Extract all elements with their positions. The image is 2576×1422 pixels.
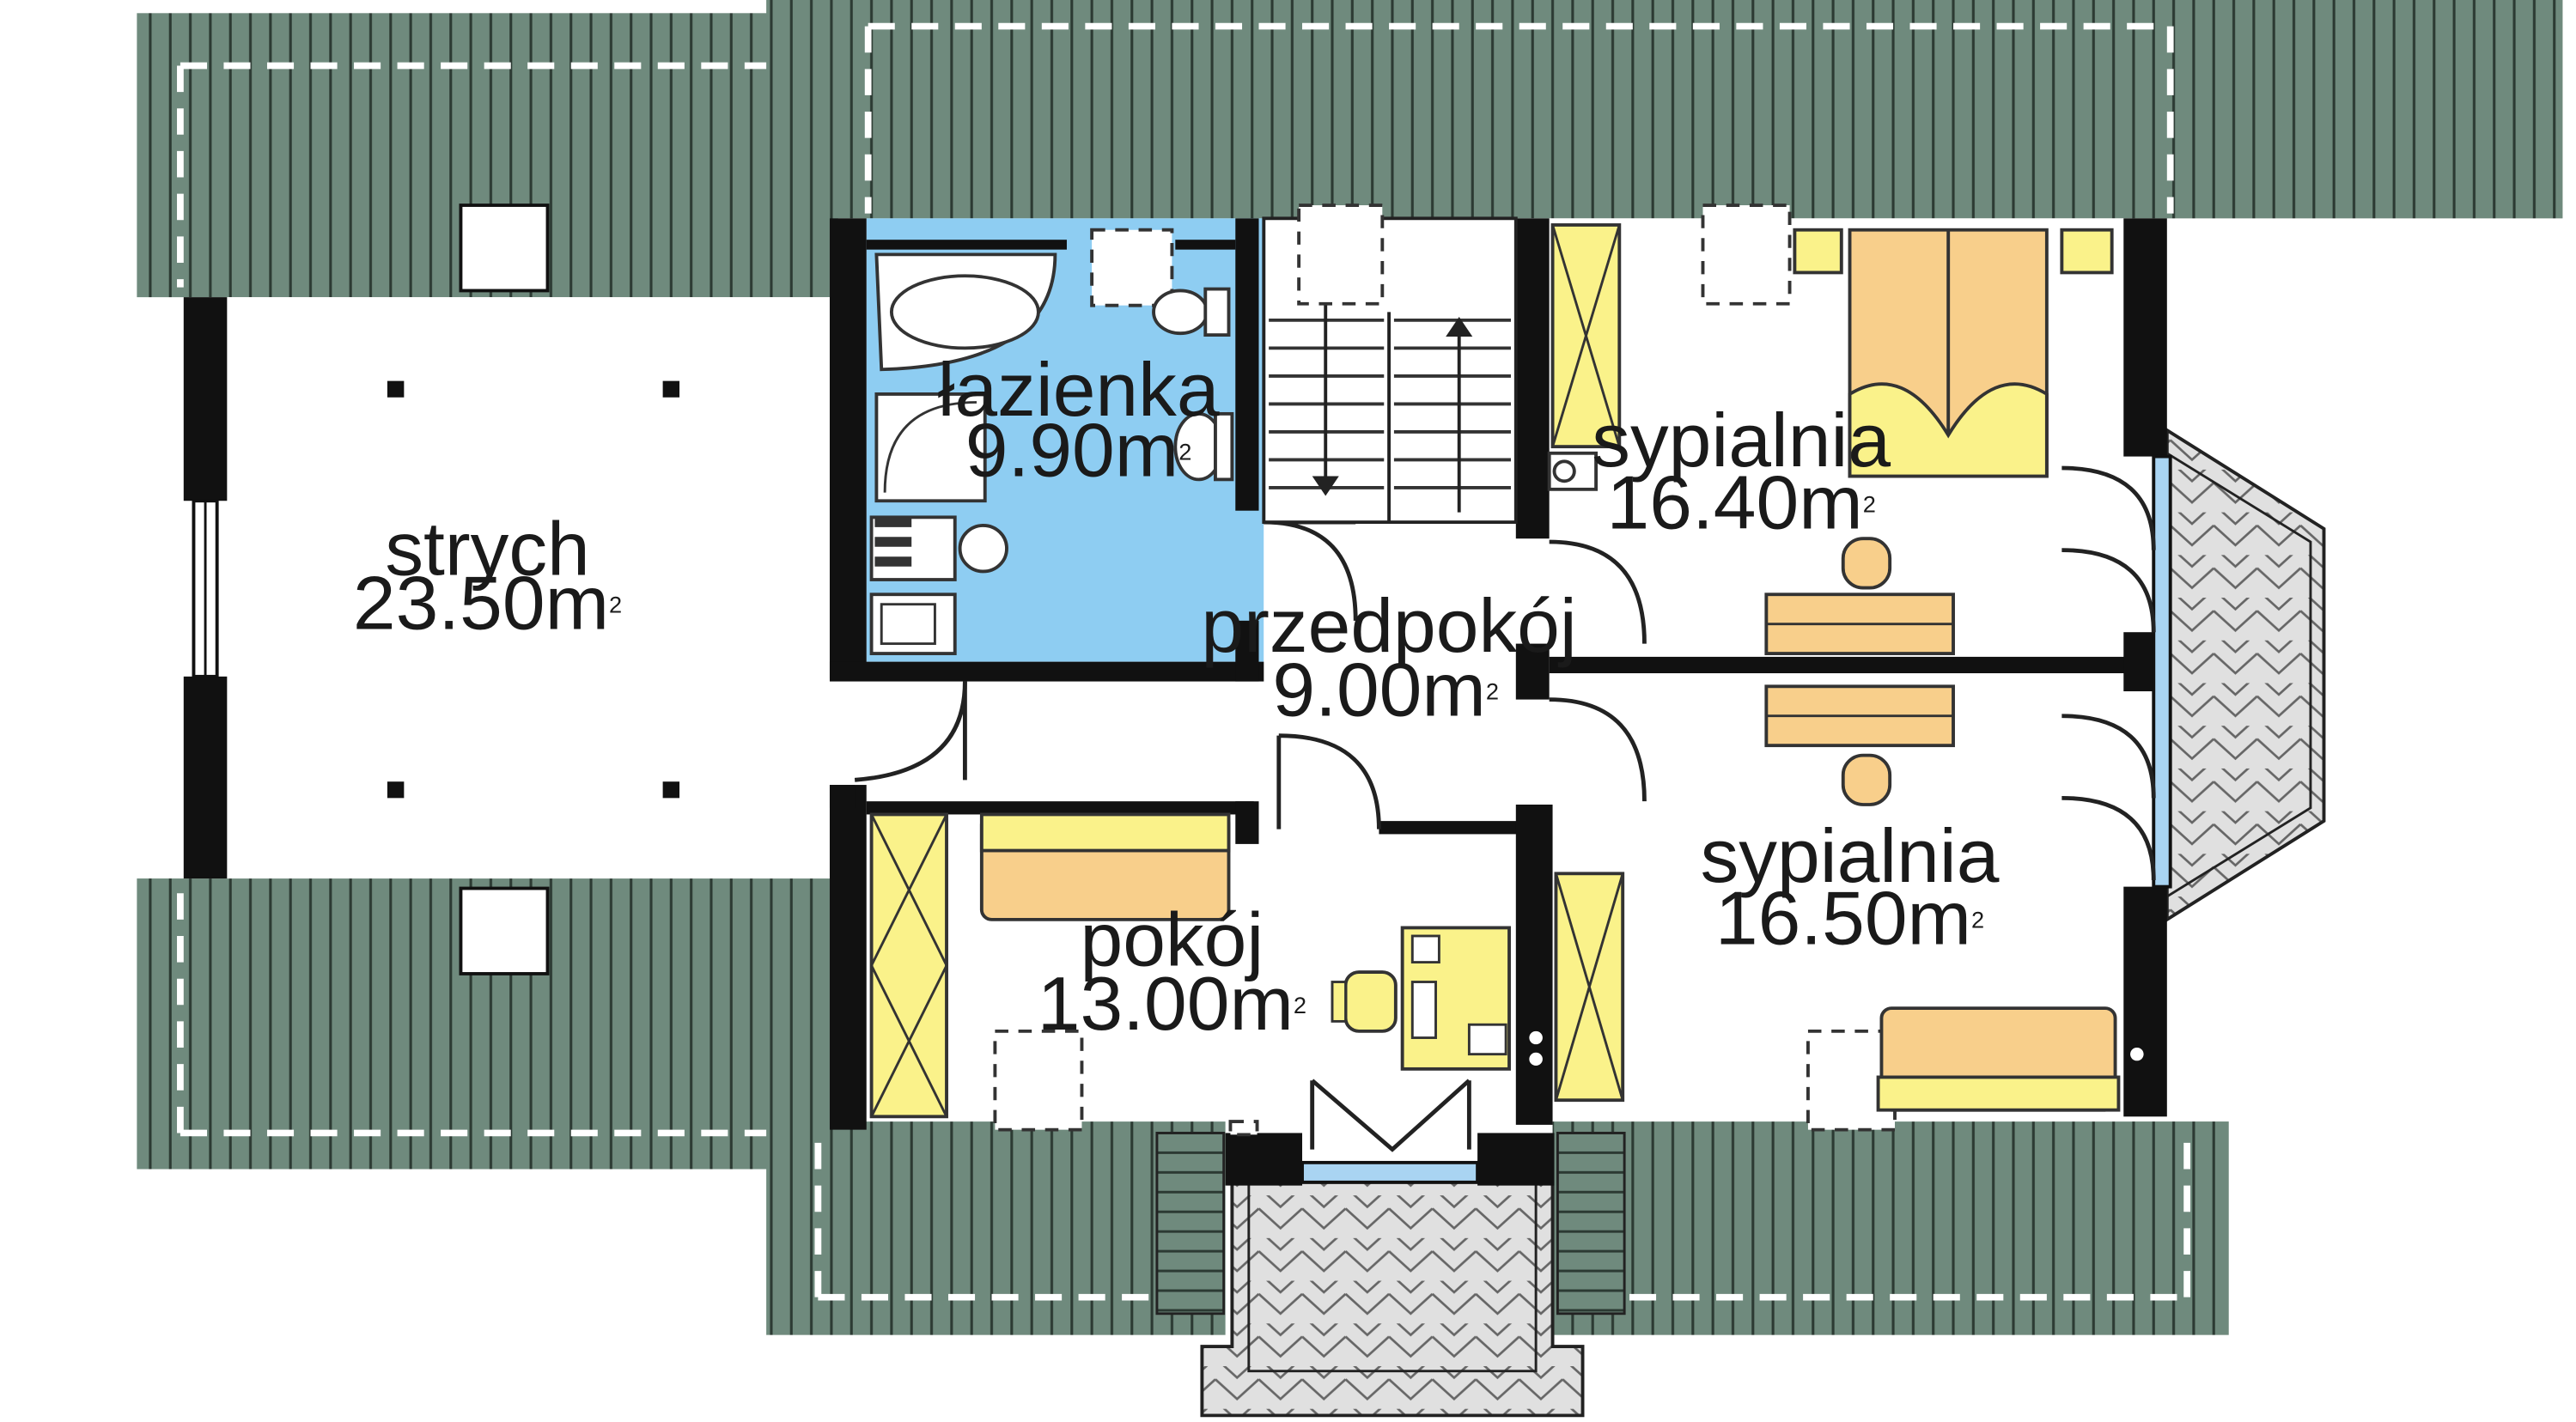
room-area-lazienka: 9.90m2 bbox=[965, 408, 1192, 492]
dormer-steps-right bbox=[1556, 1132, 1626, 1316]
roof-bottom-left bbox=[766, 1121, 1226, 1335]
room-name-lazienka: łazienka bbox=[938, 347, 1221, 431]
room-area-sypialnia1: 16.40m2 bbox=[1607, 460, 1876, 544]
bedroom1-furniture bbox=[1547, 204, 2114, 655]
roof-bottom-right bbox=[1552, 1121, 2229, 1335]
balcony-right bbox=[2165, 427, 2326, 923]
roof-top bbox=[766, 0, 2563, 219]
pokoj-furniture bbox=[869, 812, 1511, 1137]
room-area-przedpokoj: 9.00m2 bbox=[1272, 647, 1499, 732]
room-name-sypialnia1: sypialnia bbox=[1592, 398, 1891, 483]
strych-posts bbox=[387, 380, 680, 799]
room-name-strych: strych bbox=[385, 507, 589, 591]
room-area-pokoj: 13.00m2 bbox=[1038, 962, 1306, 1046]
skylight-top-left bbox=[459, 204, 550, 293]
walls bbox=[183, 218, 2172, 1186]
room-name-pokoj: pokój bbox=[1081, 897, 1264, 981]
dormer-steps-left bbox=[1155, 1132, 1226, 1316]
room-name-przedpokoj: przedpokój bbox=[1201, 584, 1576, 668]
bedroom2-furniture bbox=[1529, 684, 2144, 1132]
floor-strych bbox=[225, 297, 833, 879]
room-area-strych: 23.50m2 bbox=[353, 561, 622, 645]
bathroom-fixtures bbox=[869, 228, 1234, 655]
staircase bbox=[1262, 204, 1518, 525]
room-name-sypialnia2: sypialnia bbox=[1701, 814, 2001, 898]
room-area-sypialnia2: 16.50m2 bbox=[1715, 876, 1984, 960]
room-labels: strych 23.50m2 łazienka 9.90m2 przedpokó… bbox=[353, 347, 2000, 1045]
skylight-bottom-left bbox=[459, 886, 550, 975]
balcony-bottom bbox=[1200, 1180, 1585, 1418]
